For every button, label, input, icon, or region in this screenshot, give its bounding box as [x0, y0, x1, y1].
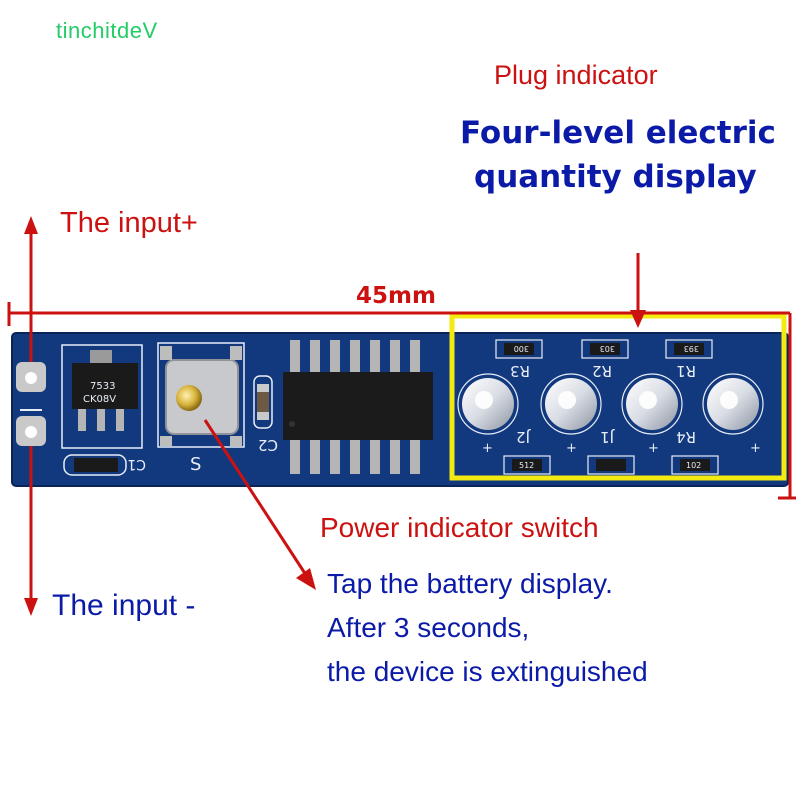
pcb-board-edge — [11, 332, 789, 487]
res-bot-1-mark: 512 — [519, 461, 534, 470]
plus-marks: + + + + — [482, 441, 761, 456]
input-minus-arrow — [24, 446, 38, 616]
four-level-line-2: quantity display — [474, 159, 757, 195]
c1-label: C1 — [127, 456, 146, 472]
top-resistors: 300 303 393 — [495, 339, 713, 359]
j2-label: J2 — [516, 428, 531, 446]
res-top-2-mark: 303 — [600, 344, 615, 353]
tap-line-1: Tap the battery display. — [327, 568, 613, 599]
led-1 — [457, 373, 519, 435]
capacitor-c2: C2 — [253, 375, 278, 454]
tap-line-2: After 3 seconds, — [327, 612, 530, 643]
r4-label: R4 — [676, 428, 696, 446]
s-label: S — [190, 454, 201, 475]
four-level-display-label: Four-level electric quantity display — [460, 111, 776, 199]
r3-label: R3 — [510, 362, 530, 380]
tap-instructions: Tap the battery display. After 3 seconds… — [327, 562, 648, 694]
c2-label: C2 — [258, 436, 278, 454]
input-plus-arrow — [24, 216, 38, 362]
svg-text:+: + — [750, 441, 761, 456]
res-bot-3-mark: 102 — [686, 461, 701, 470]
tap-line-3: the device is extinguished — [327, 656, 648, 687]
power-switch-label: Power indicator switch — [320, 512, 599, 543]
ic-chip — [283, 340, 433, 474]
led-4 — [702, 373, 764, 435]
switch-button-icon — [176, 385, 202, 411]
svg-text:+: + — [648, 441, 659, 456]
input-plus-label: The input+ — [60, 207, 198, 239]
regulator-chip: 7533 CK08V — [61, 344, 143, 449]
plug-indicator-arrow — [630, 253, 646, 328]
j1-label: J1 — [600, 428, 615, 446]
res-top-3-mark: 393 — [684, 344, 699, 353]
r2-label: R2 — [592, 362, 612, 380]
tactile-switch: S — [157, 342, 245, 475]
bottom-resistors: 512 102 — [503, 455, 719, 475]
chip-mark-1: 7533 — [90, 381, 115, 392]
input-pads — [16, 362, 46, 446]
watermark: tinchitdeV — [56, 18, 158, 43]
led-2 — [540, 373, 602, 435]
input-minus-label: The input - — [52, 589, 196, 622]
ic-pins-bottom — [290, 440, 420, 474]
led-3 — [621, 373, 683, 435]
plug-indicator-label: Plug indicator — [494, 60, 658, 90]
r1-label: R1 — [676, 362, 696, 380]
power-switch-arrow — [203, 419, 316, 590]
ic-pins-top — [290, 340, 420, 372]
capacitor-c1: C1 — [63, 454, 146, 476]
dimension-label: 45mm — [356, 283, 436, 309]
res-top-1-mark: 300 — [514, 344, 529, 353]
led-area-highlight — [449, 313, 787, 481]
dimension-line — [7, 302, 796, 500]
four-level-line-1: Four-level electric — [460, 115, 776, 151]
chip-mark-2: CK08V — [83, 394, 116, 405]
svg-text:+: + — [566, 441, 577, 456]
svg-text:+: + — [482, 441, 493, 456]
